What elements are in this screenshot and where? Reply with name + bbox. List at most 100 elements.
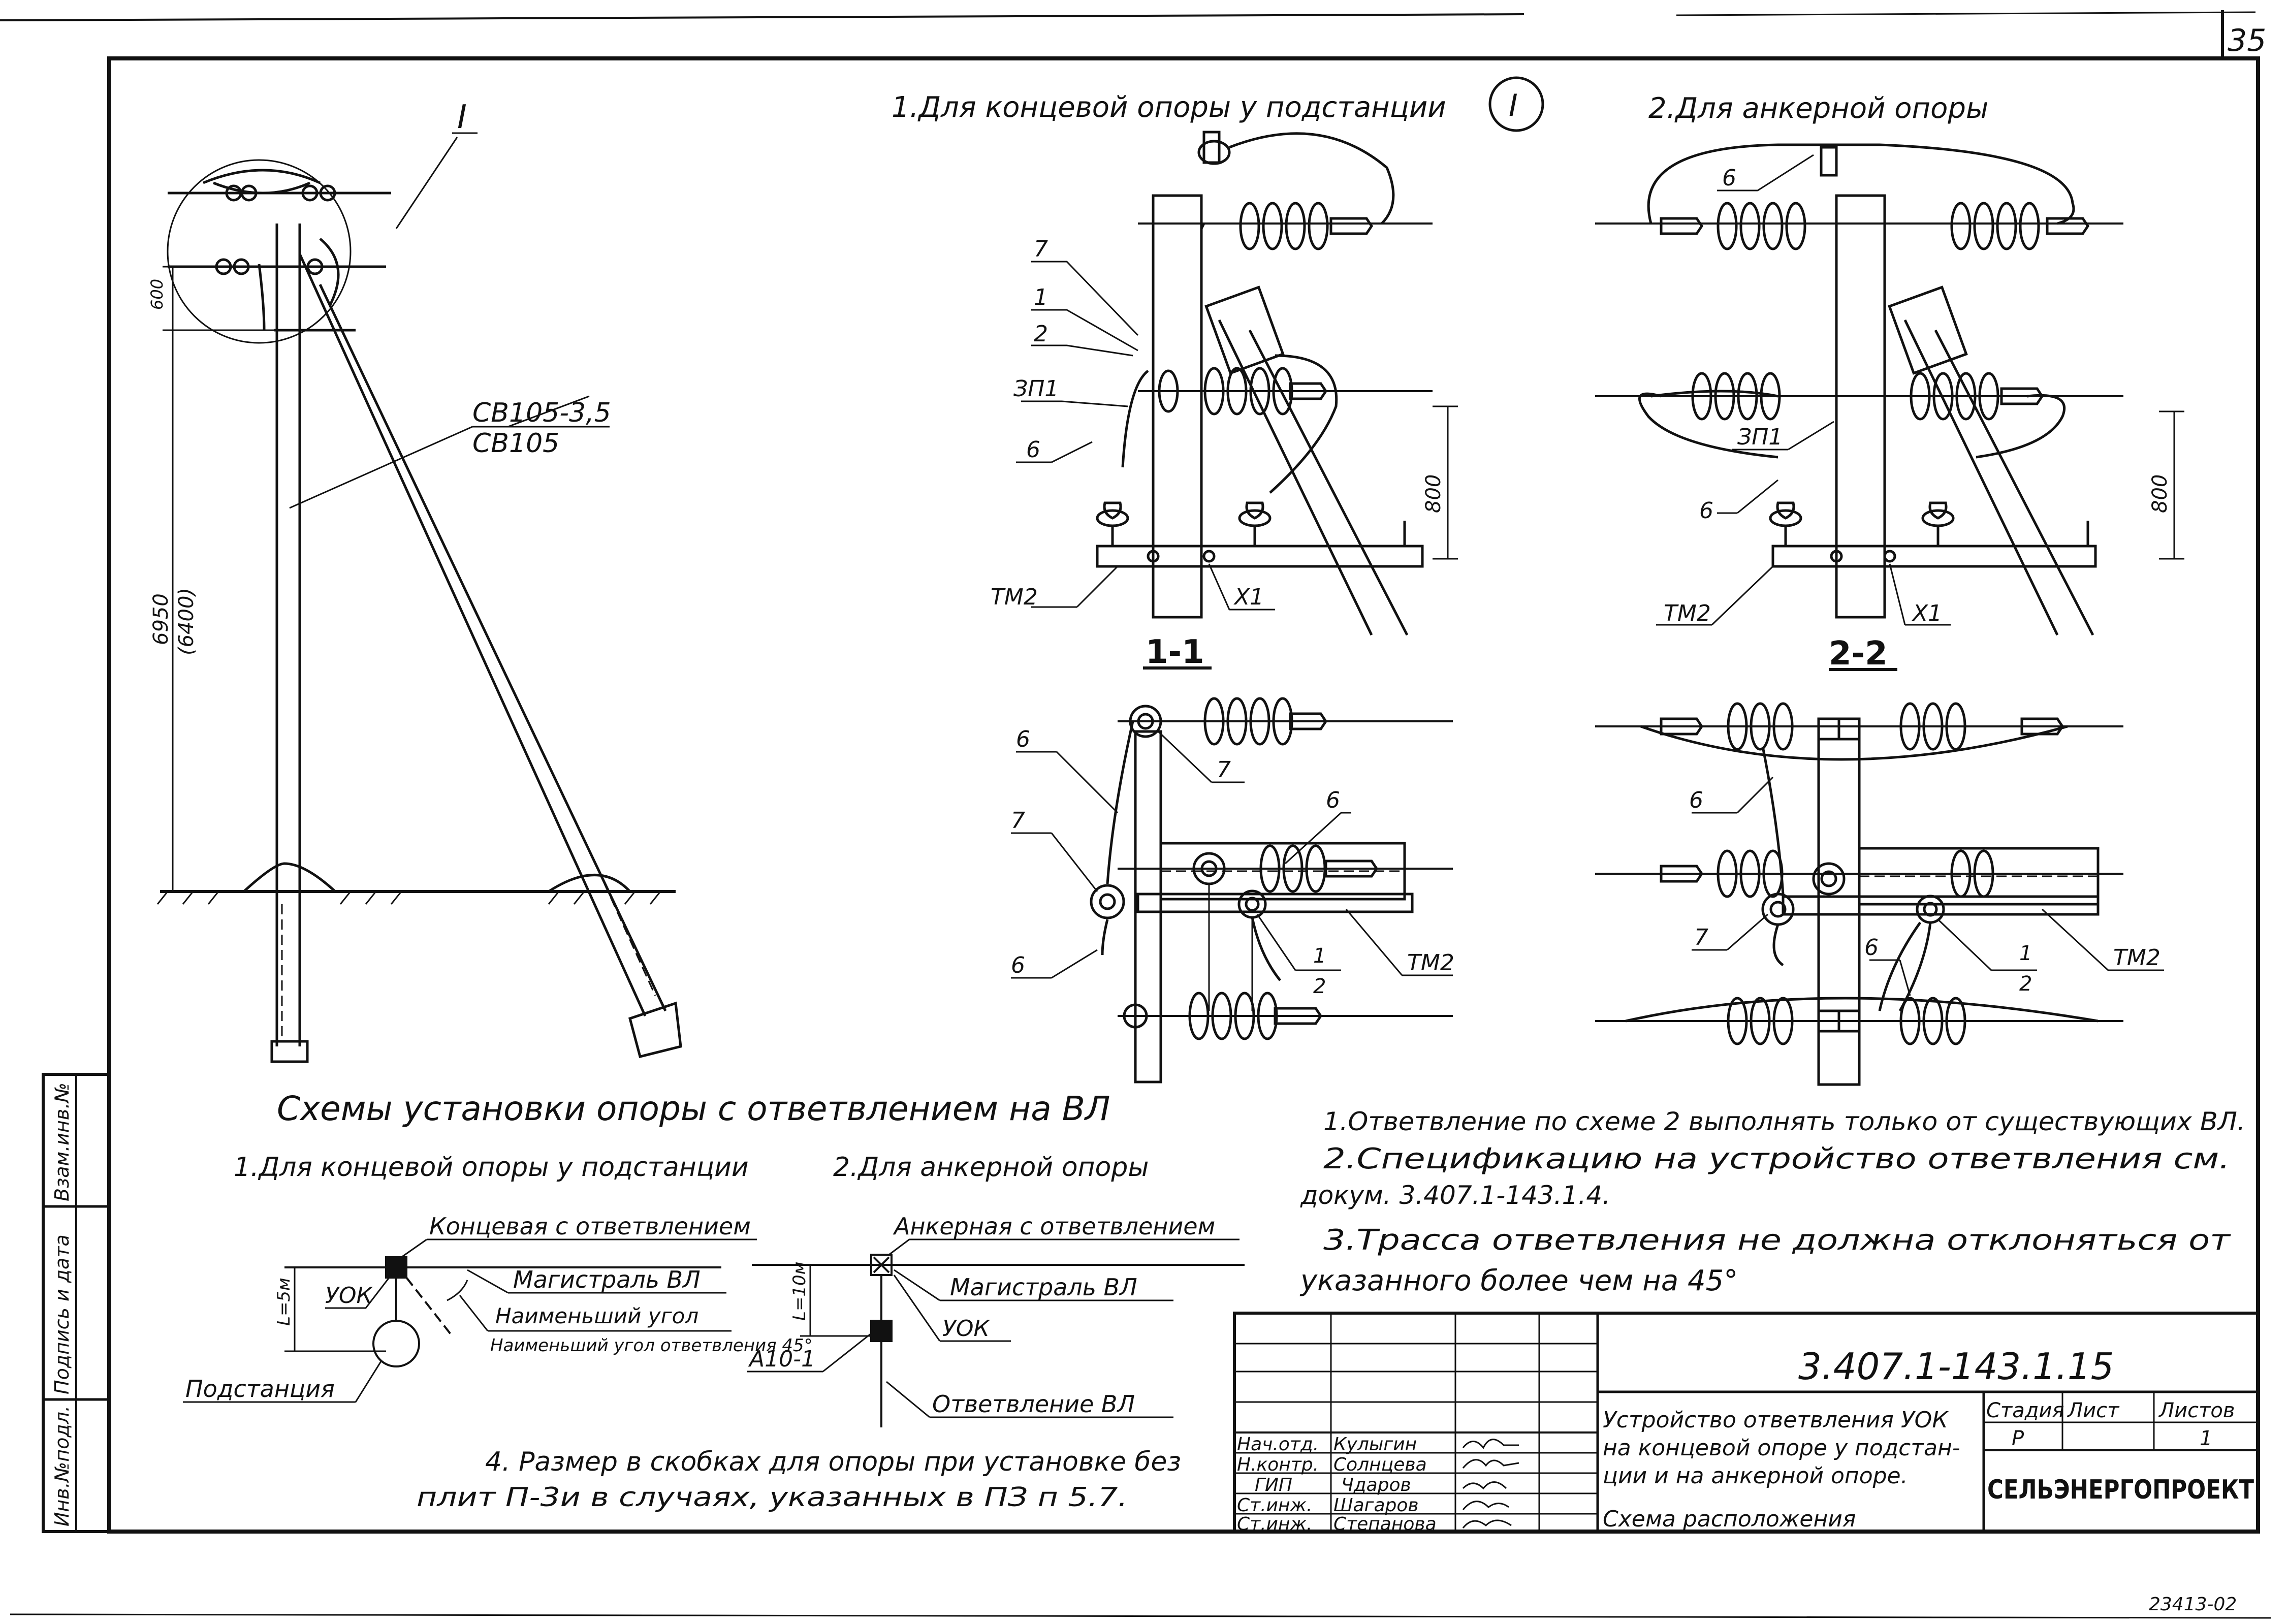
v2-label-6b: 6 (1699, 498, 1713, 524)
schemes-title: Схемы установки опоры с ответвлением на … (277, 1089, 1110, 1128)
note-4a: 4. Размер в скобках для опоры при устано… (485, 1447, 1181, 1477)
scheme2-a10: А10-1 (748, 1346, 815, 1372)
dim-height-alt: (6400) (175, 588, 198, 655)
staff-role-2: ГИП (1255, 1475, 1292, 1495)
scheme-2 (747, 1238, 1245, 1427)
scheme1-dim: L=5м (274, 1278, 294, 1326)
scheme-1 (183, 1238, 757, 1403)
tb-desc-1: Устройство ответвления УОК (1603, 1407, 1949, 1433)
scheme2-dim: L=10м (789, 1262, 810, 1321)
p1-label-1: 1 (1313, 944, 1326, 968)
p2-label-6c: 6 (1864, 935, 1879, 961)
pole-elevation (156, 132, 682, 1063)
scheme1-main-line: Магистраль ВЛ (513, 1266, 701, 1293)
notes: 1.Ответвление по схеме 2 выполнять тольк… (417, 1107, 2245, 1513)
note-3b: указанного более чем на 45° (1299, 1264, 1738, 1297)
sheet-frame (0, 10, 2271, 1619)
scheme1-pole-label: Концевая с ответвлением (429, 1213, 751, 1240)
scheme2-pole-label: Анкерная с ответвлением (893, 1213, 1215, 1240)
view1-title: 1.Для концевой опоры у подстанции (892, 91, 1446, 124)
staff-name-0: Кулыгин (1333, 1434, 1417, 1455)
v1-label-6: 6 (1026, 437, 1040, 463)
section-1-1-label: 1-1 (1146, 633, 1204, 671)
p1-label-2: 2 (1313, 975, 1326, 998)
p2-label-6a: 6 (1689, 787, 1703, 813)
p1-label-6b: 6 (1326, 787, 1340, 813)
tb-sheets: 1 (2200, 1427, 2212, 1450)
detail-marker: I (1509, 88, 1518, 123)
tb-sheets-header: Листов (2158, 1399, 2235, 1422)
v1-label-2: 2 (1034, 321, 1048, 347)
section-2-2 (1595, 143, 2184, 671)
staff-name-3: Шагаров (1333, 1495, 1419, 1516)
staff-name-1: Солнцева (1333, 1454, 1427, 1475)
v2-label-x1: Х1 (1912, 600, 1942, 626)
v2-dim-800: 800 (2148, 474, 2172, 513)
v1-label-7: 7 (1034, 236, 1048, 262)
svg-text:Подпись и дата: Подпись и дата (51, 1234, 73, 1394)
view2-title: 2.Для анкерной опоры (1648, 92, 1988, 125)
p1-label-tm2: ТМ2 (1407, 950, 1454, 976)
detail-marker-circle (1488, 76, 1544, 132)
side-stamp: Инв.№подл. Подпись и дата Взам.инв.№ (51, 1082, 73, 1526)
svg-text:Инв.№подл.: Инв.№подл. (51, 1406, 73, 1526)
v2-label-zp1: ЗП1 (1737, 424, 1783, 450)
plan-2 (1595, 702, 2164, 1086)
staff-role-3: Ст.инж. (1237, 1495, 1312, 1516)
doc-code: 3.407.1-143.1.15 (1798, 1345, 2114, 1388)
v2-label-tm2: ТМ2 (1664, 600, 1711, 626)
p1-label-6c: 6 (1011, 952, 1025, 978)
staff-role-4: Ст.инж. (1237, 1514, 1312, 1535)
svg-text:Взам.инв.№: Взам.инв.№ (51, 1082, 73, 1201)
section-1-1 (1016, 131, 1458, 670)
rack-label-2: СВ105 (472, 428, 559, 459)
tb-desc-2: на концевой опоре у подстан- (1603, 1435, 1960, 1461)
scheme2-uok: УОК (942, 1316, 990, 1342)
scheme1-angle-label: Наименьший угол ответвления 45° (490, 1335, 813, 1356)
p1-label-6a: 6 (1016, 726, 1030, 752)
note-1: 1.Ответвление по схеме 2 выполнять тольк… (1323, 1107, 2245, 1136)
title-block (1233, 1312, 2260, 1533)
scheme2-title: 2.Для анкерной опоры (833, 1152, 1149, 1183)
note-4b: плит П-3и в случаях, указанных в ПЗ п 5.… (417, 1482, 1128, 1513)
tb-sheet-header: Лист (2067, 1399, 2120, 1422)
v1-label-1: 1 (1034, 284, 1048, 310)
p2-label-1: 1 (2019, 942, 2032, 965)
note-3a: 3.Трасса ответвления не должна отклонять… (1323, 1224, 2231, 1257)
note-2b: докум. 3.407.1-143.1.4. (1300, 1181, 1610, 1210)
detail-label: I (457, 99, 467, 136)
staff-role-1: Н.контр. (1237, 1454, 1319, 1475)
staff-role-0: Нач.отд. (1237, 1434, 1319, 1455)
note-2a: 2.Спецификацию на устройство ответвления… (1323, 1142, 2230, 1175)
tb-staff: Нач.отд. Кулыгин Н.контр. Солнцева ГИП Ч… (1237, 1434, 1437, 1535)
scheme1-uok: УОК (325, 1283, 373, 1309)
bottom-stamp: 23413-02 (2149, 1594, 2237, 1615)
p2-label-tm2: ТМ2 (2113, 945, 2160, 971)
scheme1-substation: Подстанция (185, 1375, 335, 1403)
tb-stage-header: Стадия (1986, 1399, 2064, 1422)
p1-label-7a: 7 (1217, 757, 1231, 783)
dim-height: 6950 (149, 593, 173, 645)
p2-label-7: 7 (1694, 925, 1708, 950)
v1-label-x1: Х1 (1233, 584, 1264, 610)
dim-top: 600 (147, 279, 167, 310)
v1-label-tm2: ТМ2 (991, 584, 1038, 610)
staff-name-4: Степанова (1333, 1514, 1437, 1535)
v1-dim-800: 800 (1422, 474, 1445, 513)
tb-desc-4: Схема расположения (1603, 1506, 1856, 1532)
scheme2-main-line: Магистраль ВЛ (950, 1273, 1137, 1301)
signatures (1462, 1439, 1519, 1529)
rack-label-1: СВ105-3,5 (472, 398, 611, 428)
tb-org: СЕЛЬЭНЕРГОПРОЕКТ (1987, 1475, 2254, 1505)
plan-1 (1011, 697, 1453, 1084)
tb-desc-3: ции и на анкерной опоре. (1603, 1463, 1908, 1489)
section-2-2-label: 2-2 (1829, 635, 1888, 673)
scheme1-angle: Наименьший угол (495, 1303, 698, 1328)
scheme2-branch: Ответвление ВЛ (932, 1390, 1135, 1418)
scheme1-title: 1.Для концевой опоры у подстанции (234, 1152, 749, 1183)
staff-name-2: Чдаров (1341, 1475, 1411, 1495)
sheet-number: 35 (2228, 23, 2266, 58)
p2-label-2: 2 (2019, 972, 2032, 996)
p1-label-7b: 7 (1011, 808, 1025, 834)
